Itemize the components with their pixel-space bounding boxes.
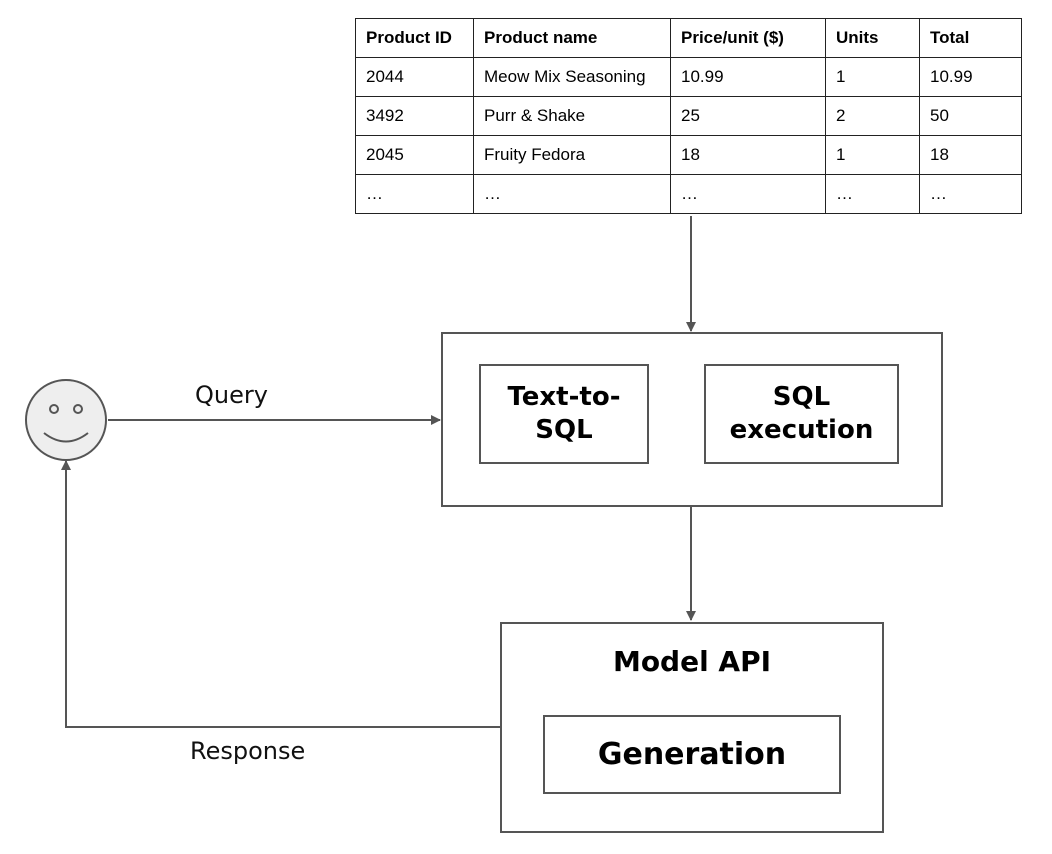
query-label: Query (195, 381, 268, 409)
table-cell: … (919, 174, 1022, 214)
table-cell: 1 (825, 135, 920, 175)
table-cell: 10.99 (670, 57, 826, 97)
table-cell: Meow Mix Seasoning (473, 57, 671, 97)
response-label: Response (190, 737, 306, 765)
table-header-cell: Units (825, 18, 920, 58)
table-cell: … (355, 174, 474, 214)
table-row: 2044 Meow Mix Seasoning 10.99 1 10.99 (355, 57, 1022, 97)
table-cell: Fruity Fedora (473, 135, 671, 175)
table-cell: 2045 (355, 135, 474, 175)
table-row: 2045 Fruity Fedora 18 1 18 (355, 135, 1022, 175)
table-cell: 1 (825, 57, 920, 97)
sql-execution-box: SQL execution (704, 364, 899, 464)
table-header-cell: Total (919, 18, 1022, 58)
table-header-cell: Product ID (355, 18, 474, 58)
model-api-title: Model API (612, 645, 772, 678)
table-row: 3492 Purr & Shake 25 2 50 (355, 96, 1022, 136)
arrow-response (61, 460, 501, 728)
table-cell: 10.99 (919, 57, 1022, 97)
table-cell: 3492 (355, 96, 474, 136)
table-cell: 25 (670, 96, 826, 136)
product-table: Product ID Product name Price/unit ($) U… (355, 18, 1022, 214)
text-to-sql-box: Text-to- SQL (479, 364, 649, 464)
table-header-cell: Product name (473, 18, 671, 58)
table-cell: Purr & Shake (473, 96, 671, 136)
table-cell: … (825, 174, 920, 214)
table-cell: … (473, 174, 671, 214)
table-header-cell: Price/unit ($) (670, 18, 826, 58)
table-cell: 2044 (355, 57, 474, 97)
smiley-face-icon (25, 379, 107, 461)
table-cell: 18 (670, 135, 826, 175)
table-cell: … (670, 174, 826, 214)
table-cell: 2 (825, 96, 920, 136)
table-header-row: Product ID Product name Price/unit ($) U… (355, 18, 1022, 58)
generation-box: Generation (543, 715, 841, 794)
table-cell: 18 (919, 135, 1022, 175)
table-cell: 50 (919, 96, 1022, 136)
table-row: … … … … … (355, 174, 1022, 214)
